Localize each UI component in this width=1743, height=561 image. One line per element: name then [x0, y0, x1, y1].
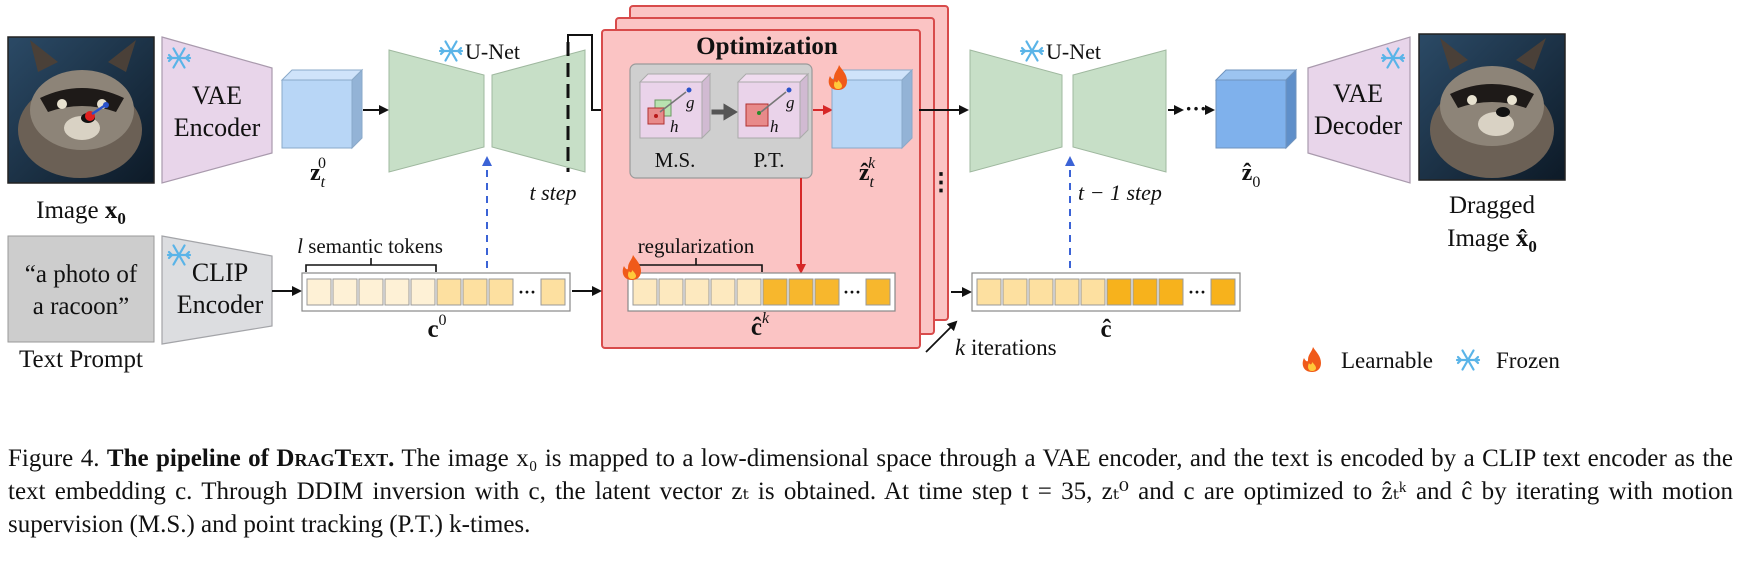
- vae-encoder-label-1: VAE: [192, 81, 242, 110]
- latent-zt0-label: zt0: [310, 155, 326, 191]
- token-mid: [1028, 278, 1054, 306]
- token-mid: [488, 278, 514, 306]
- token-dark: [1132, 278, 1158, 306]
- semantic-tokens-brace: [305, 258, 437, 272]
- unet-right-encoder: [969, 49, 1063, 173]
- vae-decoder-label-1: VAE: [1333, 79, 1383, 108]
- pipeline-diagram: Image x0 VAE Encoder zt0 U-Net t step Op…: [7, 5, 1566, 373]
- vae-decoder-block: [1307, 36, 1411, 184]
- token-mid: [436, 278, 462, 306]
- chat-label: ĉ: [1100, 316, 1111, 343]
- g-label: g: [786, 93, 795, 112]
- caption-method-name: DragText: [276, 445, 389, 472]
- unet-right-decoder: [1072, 49, 1167, 173]
- chat-ellipsis: ···: [1188, 282, 1206, 302]
- token-light: [332, 278, 358, 306]
- text-prompt-line-2: a racoon”: [33, 293, 129, 320]
- output-image-label-1: Dragged: [1449, 192, 1536, 219]
- token-light: [384, 278, 410, 306]
- vae-encoder-label-2: Encoder: [174, 113, 261, 142]
- k-iterations-label: k iterations: [955, 335, 1057, 360]
- h-label: h: [770, 117, 779, 136]
- k-iterations-arrow: [925, 320, 958, 353]
- latent-zhat0-label: ẑ0: [1242, 160, 1261, 191]
- token-mid: [462, 278, 488, 306]
- token-light: [658, 278, 684, 306]
- token-light: [632, 278, 658, 306]
- chat-k-ellipsis: ···: [843, 282, 861, 302]
- clip-encoder-label-1: CLIP: [192, 258, 248, 287]
- token-dark: [1158, 278, 1184, 306]
- clip-encoder-block: [161, 235, 273, 345]
- token-mid: [1002, 278, 1028, 306]
- caption-fig-number: Figure 4.: [8, 445, 100, 472]
- unet-right-step: t − 1 step: [1078, 180, 1162, 205]
- output-image-label-2: Image x̂0: [1447, 225, 1537, 256]
- vae-decoder-label-2: Decoder: [1314, 111, 1402, 140]
- chat-k-tokens: [632, 278, 891, 306]
- snowflake-icon: [438, 40, 464, 62]
- pt-label: P.T.: [753, 148, 784, 172]
- legend-frozen: Frozen: [1496, 348, 1560, 373]
- legend-learnable: Learnable: [1341, 348, 1433, 373]
- latent-cube-zhat0: [1214, 68, 1298, 150]
- latent-cube-zt0: [280, 68, 364, 150]
- unet-right-label: U-Net: [1046, 39, 1101, 64]
- snowflake-icon: [1455, 349, 1481, 371]
- token-light: [306, 278, 332, 306]
- clip-encoder-label-2: Encoder: [177, 290, 264, 319]
- token-dark: [788, 278, 814, 306]
- token-light: [736, 278, 762, 306]
- unet-left-decoder: [491, 49, 586, 173]
- text-prompt-line-1: “a photo of: [25, 261, 138, 288]
- c0-tokens: [306, 278, 566, 306]
- token-light: [410, 278, 436, 306]
- token-dark: [1210, 278, 1236, 306]
- fire-icon: [1302, 347, 1321, 372]
- pt-cube: [736, 72, 810, 140]
- token-mid: [1080, 278, 1106, 306]
- chain-dots: ···: [1185, 96, 1207, 121]
- token-dark: [762, 278, 788, 306]
- chat-tokens: [976, 278, 1236, 306]
- token-dark: [865, 278, 891, 306]
- h-label: h: [670, 117, 679, 136]
- token-dark: [1106, 278, 1132, 306]
- caption-body: The image x₀ is mapped to a low-dimensio…: [8, 445, 1734, 538]
- snowflake-icon: [1019, 40, 1045, 62]
- ms-label: M.S.: [655, 148, 696, 172]
- latent-cube-zhat-tk: [830, 68, 914, 150]
- stack-dots: ⋮: [929, 170, 953, 196]
- optimization-title: Optimization: [696, 33, 838, 60]
- input-image: [7, 36, 155, 184]
- text-prompt-box: [7, 235, 155, 343]
- semantic-tokens-label: l semantic tokens: [297, 234, 443, 258]
- token-mid: [976, 278, 1002, 306]
- token-light: [358, 278, 384, 306]
- vae-encoder-block: [161, 36, 273, 184]
- latent-zhat-tk-label: ẑtk: [859, 155, 876, 191]
- unet-left-encoder: [388, 49, 485, 173]
- output-image: [1418, 33, 1566, 181]
- text-prompt-label: Text Prompt: [19, 346, 143, 373]
- ms-cube: [638, 72, 712, 140]
- figure-caption: Figure 4. The pipeline of DragText. The …: [8, 442, 1733, 541]
- token-mid: [1054, 278, 1080, 306]
- input-image-label: Image x0: [36, 197, 126, 228]
- token-mid: [540, 278, 566, 306]
- token-light: [684, 278, 710, 306]
- ms-to-pt-arrow: [711, 103, 738, 121]
- g-label: g: [686, 93, 695, 112]
- unet-left-label: U-Net: [465, 39, 520, 64]
- token-dark: [814, 278, 840, 306]
- token-light: [710, 278, 736, 306]
- unet-left-step: t step: [529, 180, 576, 205]
- regularization-label: regularization: [638, 234, 755, 258]
- c0-ellipsis: ···: [518, 282, 536, 302]
- chat-k-label: ĉk: [751, 310, 770, 341]
- c0-label: c0: [427, 312, 446, 343]
- caption-title: The pipeline of DragText.: [106, 445, 395, 472]
